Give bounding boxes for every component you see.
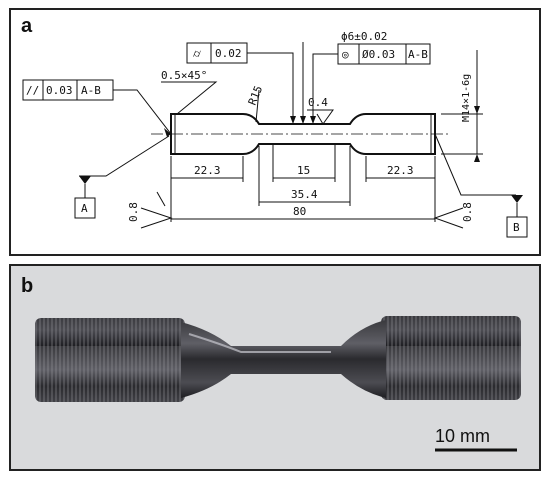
datum-b: B: [434, 133, 528, 238]
cylindricity-tolerance: 0.02: [215, 47, 242, 60]
concentricity-datum: A-B: [408, 48, 428, 61]
roughness-left-value: 0.8: [127, 202, 140, 222]
dim-overall: 80: [293, 205, 306, 218]
parallel-icon: //: [26, 84, 39, 97]
roughness-right-icon: [433, 207, 464, 229]
panel-b-label: b: [21, 275, 33, 297]
specimen-photo: [35, 316, 521, 402]
dim-center: 35.4: [291, 188, 318, 201]
datum-a-letter: A: [81, 202, 88, 215]
roughness-right-value: 0.8: [461, 202, 474, 222]
panel-b-photo: b 10 mm: [9, 264, 541, 471]
concentricity-icon: ◎: [342, 48, 349, 61]
scale-bar-label: 10 mm: [435, 426, 490, 446]
thread-note: M14×1-6g: [461, 74, 472, 122]
roughness-left-icon: [140, 207, 173, 229]
roughness-mid-value: 0.4: [308, 96, 328, 109]
datum-b-letter: B: [513, 221, 520, 234]
datum-a: A: [74, 135, 170, 219]
drawing-canvas: a // 0.03 A-B 0.5×45° ⌭ 0.02: [21, 15, 528, 238]
parallel-tolerance: 0.03: [46, 84, 73, 97]
panel-a-label: a: [21, 15, 33, 37]
dim-left-grip: 22.3: [194, 164, 221, 177]
concentricity-tolerance: Ø0.03: [362, 48, 395, 61]
parallel-datum: A-B: [81, 84, 101, 97]
fcf-cylindricity: ⌭ 0.02: [186, 42, 296, 124]
dim-gauge: 15: [297, 164, 310, 177]
fcf-concentricity: ◎ Ø0.03 A-B: [310, 43, 431, 124]
cylindricity-icon: ⌭: [193, 47, 201, 60]
dim-right-grip: 22.3: [387, 164, 414, 177]
panel-a-drawing: a // 0.03 A-B 0.5×45° ⌭ 0.02: [9, 8, 541, 256]
roughness-mid-icon: [307, 109, 334, 125]
photo-canvas: b 10 mm: [11, 266, 539, 469]
chamfer-note: 0.5×45°: [161, 69, 207, 82]
radius-note: R15: [246, 84, 265, 107]
diameter-note: ϕ6±0.02: [341, 30, 387, 43]
fcf-parallelism: // 0.03 A-B: [22, 79, 172, 137]
